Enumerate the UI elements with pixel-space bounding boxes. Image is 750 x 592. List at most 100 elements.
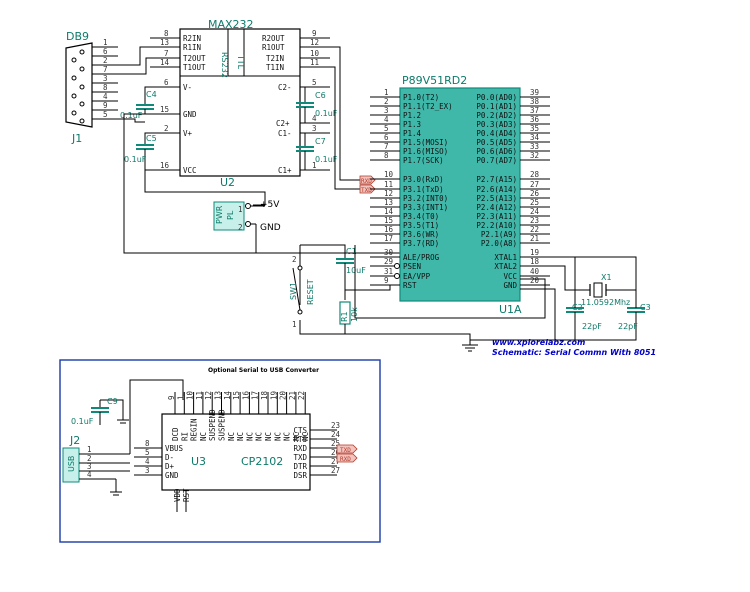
mcu-pin-num: 26 xyxy=(530,189,540,198)
mcu-pin-name: P0.2(AD2) xyxy=(476,111,517,120)
cp2102-right-pin-name: RTS xyxy=(293,435,307,444)
mcu-pin-name: XTAL1 xyxy=(494,253,517,262)
max232-pin-num: 10 xyxy=(310,49,320,58)
c5-value: 0.1uF xyxy=(124,155,147,164)
max232-pin-name: T2IN xyxy=(266,54,284,63)
mcu-pin-num: 29 xyxy=(384,257,393,266)
mcu-rxd-tag-text: RXD xyxy=(361,178,372,185)
mcu-pin-num: 13 xyxy=(384,198,393,207)
max232-title: MAX232 xyxy=(208,18,254,31)
cp2102-txd-tag-text: TXD xyxy=(340,447,351,454)
vcc-net-label: +5V xyxy=(260,200,280,210)
cp2102-right-pin-num: 26 xyxy=(331,448,341,457)
max232-pin-num: 12 xyxy=(310,38,319,47)
usb-ground-symbol xyxy=(110,491,122,496)
db9-pin-num: 6 xyxy=(103,47,108,56)
usb-wires xyxy=(110,379,184,492)
mcu-pin-num: 39 xyxy=(530,88,539,97)
max232-pin-name: R2OUT xyxy=(262,34,285,43)
max232-pin-name: T1IN xyxy=(266,63,284,72)
mcu-pin-num: 19 xyxy=(530,248,539,257)
max232-pin-num: 8 xyxy=(164,29,169,38)
cp2102-left-pin-name: D- xyxy=(165,453,174,462)
reset-pin-num: 1 xyxy=(292,320,297,329)
cp2102-ref: U3 xyxy=(191,455,206,468)
mcu-pin-num: 37 xyxy=(530,106,539,115)
mcu-pins: 1P1.0(T2)2P1.1(T2_EX)3P1.24P1.35P1.46P1.… xyxy=(370,88,550,290)
mcu-pin-name: P3.6(WR) xyxy=(403,230,439,239)
max232-pin-name: C1+ xyxy=(278,166,292,175)
mcu-pin-name: P3.4(T0) xyxy=(403,212,439,221)
usb-pin-num: 4 xyxy=(87,470,92,479)
cp2102-txd-tag: TXD xyxy=(336,444,358,454)
mcu-pin-num: 28 xyxy=(530,170,540,179)
mcu-pin-name: XTAL2 xyxy=(494,262,517,271)
cp2102-top-pins: 9DCD1RI10REGIN11NC12SUSPEND13SUSPEND14NC… xyxy=(167,390,310,441)
max232-pin-num: 7 xyxy=(164,49,169,58)
cp2102-top-pin-num: 11 xyxy=(195,391,204,400)
cp2102-top-pin-name: NC xyxy=(283,432,292,441)
max232-ref: U2 xyxy=(220,176,235,189)
cp2102-top-pin-num: 22 xyxy=(297,391,306,400)
mcu-pin-name: P1.1(T2_EX) xyxy=(403,102,453,111)
mcu-pin-name: P2.5(A13) xyxy=(476,194,517,203)
reset-switch-label: RESET xyxy=(306,279,315,305)
mcu-pin-num: 21 xyxy=(530,234,539,243)
mcu-pin-name: P1.0(T2) xyxy=(403,93,439,102)
mcu-pin-name: P0.7(AD7) xyxy=(476,156,517,165)
cp2102-left-pin-num: 8 xyxy=(145,439,150,448)
mcu-pin-name: PSEN xyxy=(403,262,421,271)
power-connector-inner: PWR xyxy=(215,205,224,224)
cp2102-top-pin-num: 21 xyxy=(288,391,297,400)
cp2102-top-pin-name: SUSPEND xyxy=(208,409,217,441)
db9-pin-num: 8 xyxy=(103,83,108,92)
power-pin-num: 2 xyxy=(238,223,243,232)
max232-pin-name: C1- xyxy=(278,129,292,138)
mcu-txd-tag: TXD xyxy=(359,184,376,194)
mcu-pin-name: P1.6(MISO) xyxy=(403,147,448,156)
mcu-pin-name: P1.4 xyxy=(403,129,422,138)
rs232-label: RS232 xyxy=(220,52,229,78)
mcu-pin-num: 9 xyxy=(384,276,389,285)
cp2102-top-pin-name: SUSPEND xyxy=(218,409,227,441)
max232-pin-num: 14 xyxy=(160,58,170,67)
cp2102-left-pin-num: 5 xyxy=(145,448,150,457)
mcu-pin-name: P0.6(AD6) xyxy=(476,147,517,156)
mcu-pin-num: 8 xyxy=(384,151,389,160)
cp2102-left-pin-num: 4 xyxy=(145,457,150,466)
mcu-pin-num: 18 xyxy=(530,257,540,266)
cp2102-body xyxy=(161,413,311,491)
db9-pin-num: 4 xyxy=(103,92,108,101)
mcu-rxd-tag: RXD xyxy=(359,175,376,185)
cp2102-right-pin-name: RXD xyxy=(293,444,307,453)
c7-ref: C7 xyxy=(315,137,326,146)
max232-pin-name: C2- xyxy=(278,83,292,92)
max232-pin-num: 9 xyxy=(312,29,317,38)
usb-ref: J2 xyxy=(69,434,80,447)
mcu-pin-name: P3.0(RxD) xyxy=(403,175,444,184)
cp2102-top-pin-num: 18 xyxy=(260,390,269,400)
mcu-pin-num: 27 xyxy=(530,180,539,189)
max232-pin-name: V- xyxy=(183,83,192,92)
reset-switch-ref: SW1 xyxy=(289,282,298,300)
mcu-txd-tag-text: TXD xyxy=(361,187,372,194)
db9-pin-num: 3 xyxy=(103,74,108,83)
db9-connector: DB9 J1 1 6 2 7 3 8 4 9 5 xyxy=(65,30,118,145)
max232-pin-name: R1IN xyxy=(183,43,201,52)
mcu-pin-name: VCC xyxy=(503,272,517,281)
c2-ref: C2 xyxy=(572,303,583,312)
cp2102-right-pin-num: 27 xyxy=(331,466,340,475)
reset-pin-num: 2 xyxy=(292,255,297,264)
c6-value: 0.1uF xyxy=(315,109,338,118)
cp2102-right-pin-name: DTR xyxy=(293,462,307,471)
mcu-pin-name: P0.0(AD0) xyxy=(476,93,517,102)
cp2102-top-pin-name: NC xyxy=(236,432,245,441)
capacitor-c9: C9 0.1uF xyxy=(71,397,129,426)
power-connector-body xyxy=(213,201,245,231)
db9-pin-num: 9 xyxy=(103,101,108,110)
max232-pin-name: R1OUT xyxy=(262,43,285,52)
mcu-power-wires xyxy=(354,245,556,345)
